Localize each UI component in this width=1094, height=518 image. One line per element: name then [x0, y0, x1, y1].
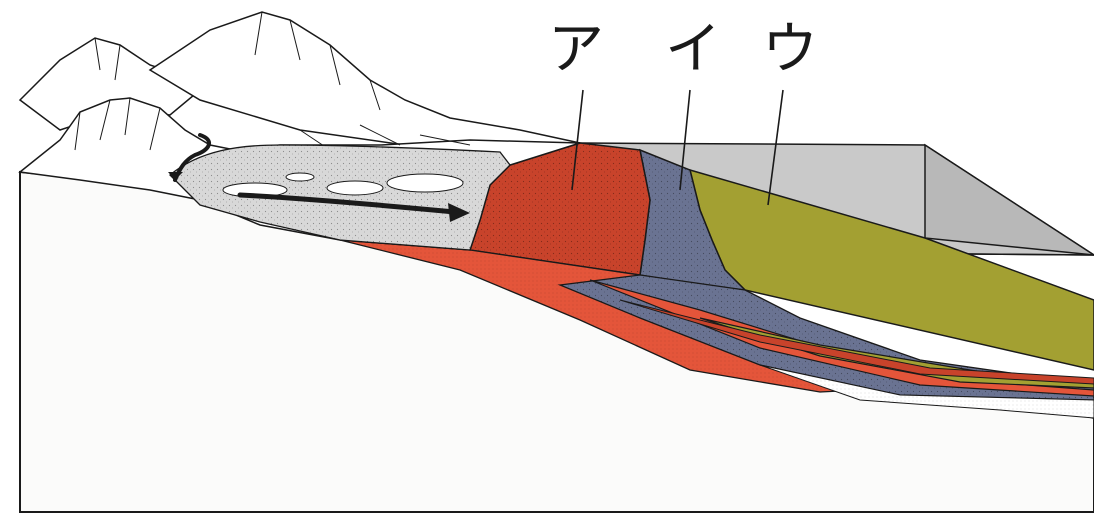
sandbar-2 [327, 181, 383, 195]
mountain-back-right [150, 12, 580, 150]
sandbar-3 [387, 174, 463, 192]
sandbar-4 [286, 173, 314, 181]
zone-label-u: ウ [762, 22, 818, 78]
sea-side [925, 145, 1094, 255]
zone-label-a: ア [548, 22, 604, 78]
zone-label-i: イ [665, 22, 721, 78]
